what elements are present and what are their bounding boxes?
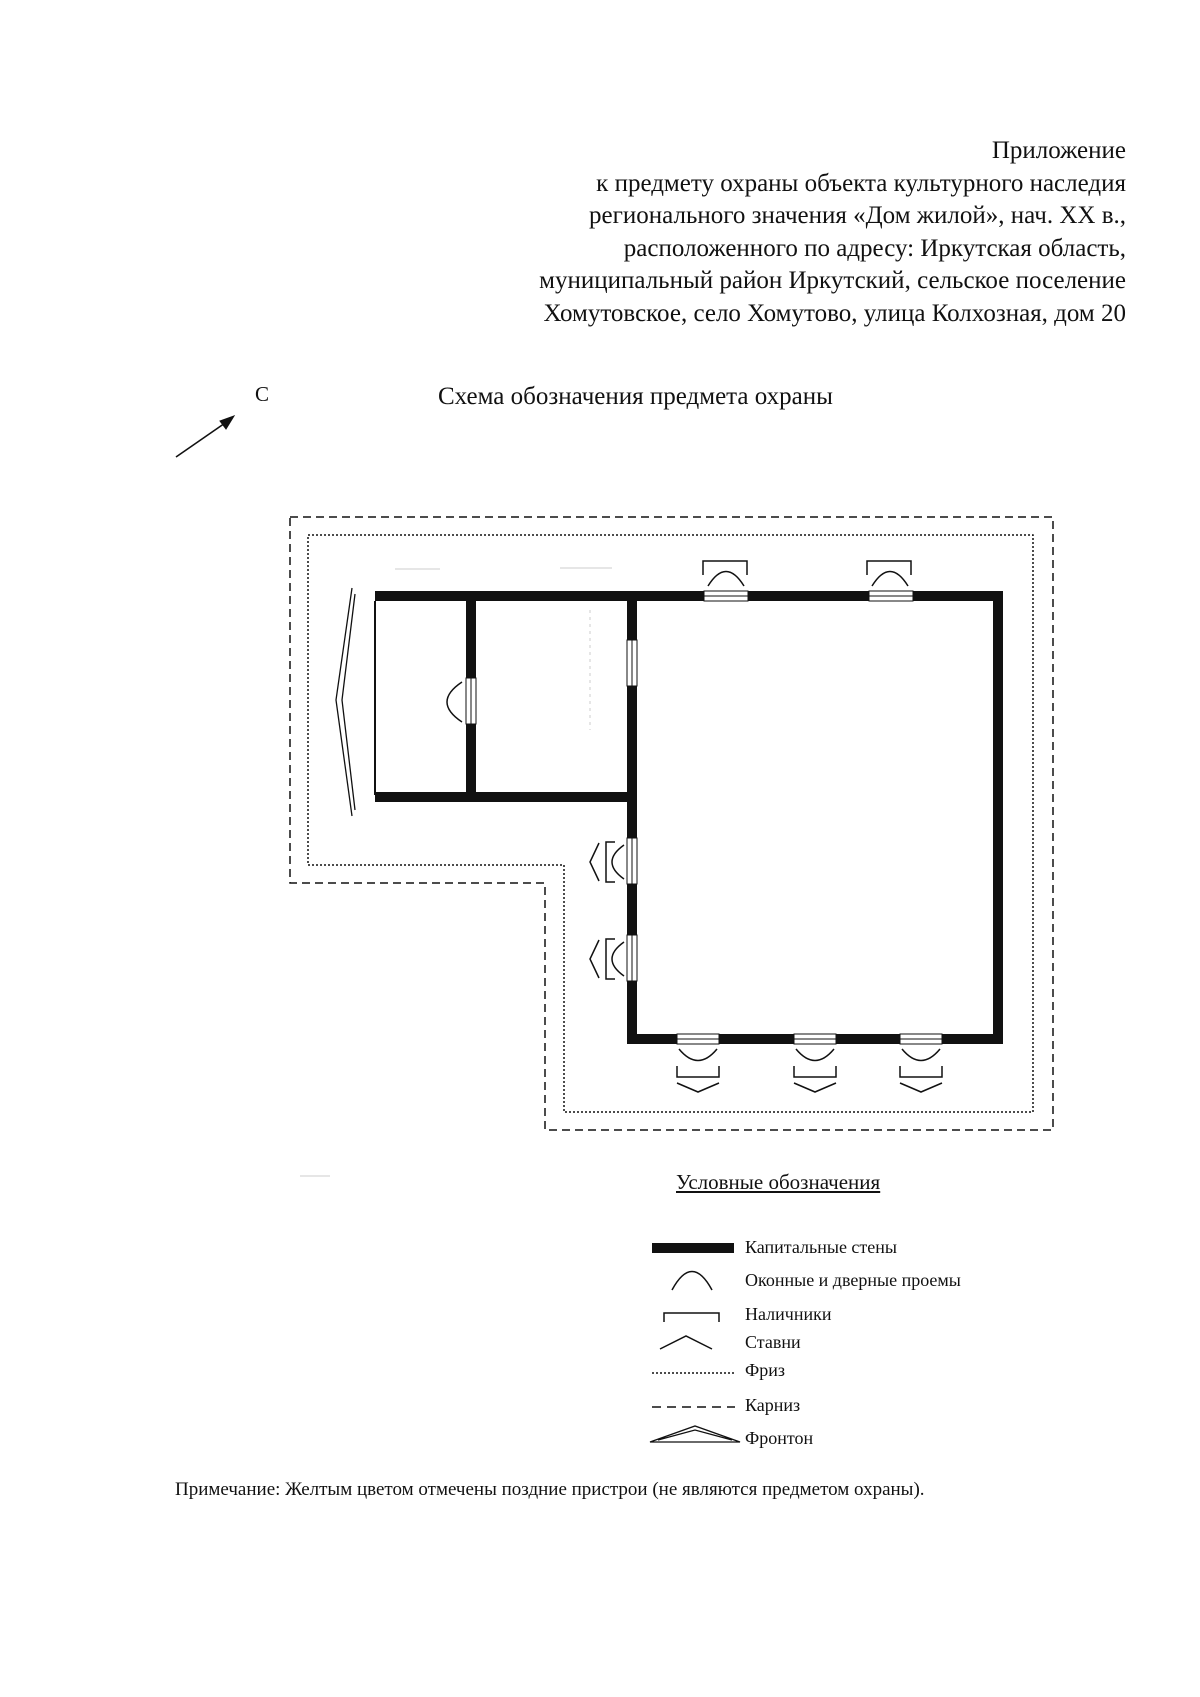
casing-symbol xyxy=(663,1312,720,1322)
opening-symbol xyxy=(671,1270,713,1291)
legend-symbols xyxy=(649,1243,741,1443)
appendix-line: расположенного по адресу: Иркутская обла… xyxy=(623,234,1126,262)
faint-marks xyxy=(300,567,612,1177)
west-window-symbols xyxy=(589,841,625,980)
wall-symbol xyxy=(652,1243,734,1253)
north-label: С xyxy=(255,382,270,406)
north-window-symbols xyxy=(702,560,912,587)
legend-label-cornice: Карниз xyxy=(745,1395,801,1415)
scheme-title: Схема обозначения предмета охраны xyxy=(438,383,833,410)
interior-door-arc xyxy=(446,681,463,723)
appendix-line: Хомутовское, село Хомутово, улица Колхоз… xyxy=(543,299,1127,327)
appendix-line: к предмету охраны объекта культурного на… xyxy=(596,169,1126,197)
cornice-outline xyxy=(289,516,1054,1131)
pediment xyxy=(335,587,356,817)
frieze-outline xyxy=(307,534,1034,1113)
legend-label-frieze: Фриз xyxy=(745,1360,785,1380)
pediment-symbol xyxy=(649,1425,741,1443)
legend-label-shutters: Ставни xyxy=(745,1332,801,1352)
note: Примечание: Желтым цветом отмечены поздн… xyxy=(175,1479,925,1500)
legend-label-pediment: Фронтон xyxy=(745,1428,814,1448)
legend-label-walls: Капитальные стены xyxy=(745,1237,897,1257)
appendix-line: Приложение xyxy=(991,137,1126,164)
south-window-symbols xyxy=(676,1048,943,1093)
capital-walls xyxy=(374,591,1003,1044)
legend-title: Условные обозначения xyxy=(676,1170,881,1194)
legend-label-openings: Оконные и дверные проемы xyxy=(745,1270,961,1290)
appendix-line: регионального значения «Дом жилой», нач.… xyxy=(589,202,1126,229)
shutter-symbol xyxy=(659,1335,713,1350)
appendix-header: Приложение к предмету охраны объекта кул… xyxy=(539,135,1126,330)
appendix-line: муниципальный район Иркутский, сельское … xyxy=(539,267,1126,294)
wall-openings xyxy=(465,590,943,1045)
legend-label-casings: Наличники xyxy=(745,1304,832,1324)
north-arrow-icon xyxy=(175,415,236,458)
